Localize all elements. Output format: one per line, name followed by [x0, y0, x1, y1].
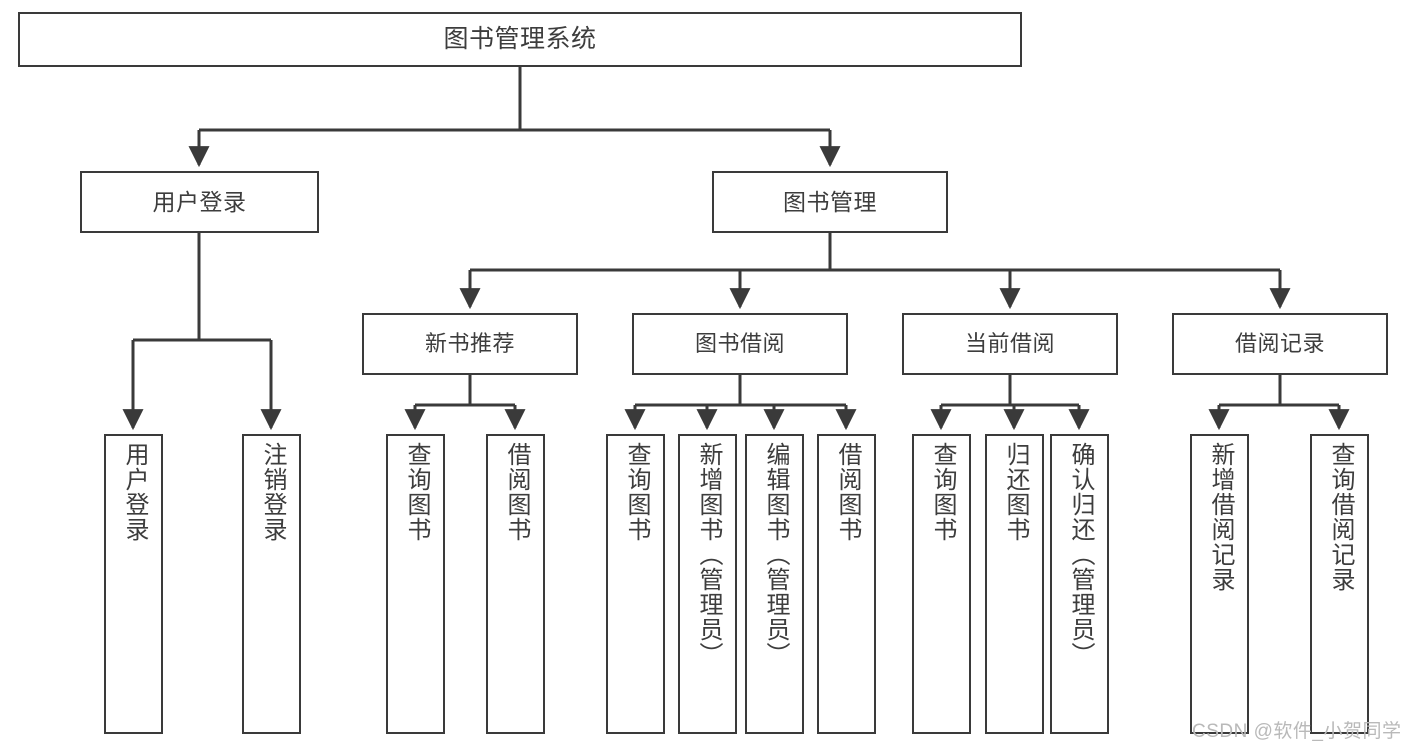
- node-label: 注销登录: [258, 442, 286, 542]
- leaf-add-book-admin[interactable]: 新增图书（管理员）: [678, 434, 737, 734]
- csdn-watermark: CSDN @软件_小贺同学: [1192, 721, 1402, 742]
- node-label: 新增图书（管理员）: [694, 442, 722, 667]
- node-label: 查询图书: [402, 442, 430, 542]
- node-label: 确认归还（管理员）: [1066, 442, 1094, 667]
- leaf-user-login[interactable]: 用户登录: [104, 434, 163, 734]
- leaf-return-book[interactable]: 归还图书: [985, 434, 1044, 734]
- leaf-query-book-cb[interactable]: 查询图书: [912, 434, 971, 734]
- node-label: 查询图书: [622, 442, 650, 542]
- node-label: 借阅记录: [1234, 331, 1325, 357]
- node-current-borrow[interactable]: 当前借阅: [902, 313, 1118, 375]
- node-book-borrow[interactable]: 图书借阅: [632, 313, 848, 375]
- node-label: 借阅图书: [502, 442, 530, 542]
- leaf-query-borrow-record[interactable]: 查询借阅记录: [1310, 434, 1369, 734]
- leaf-confirm-return-admin[interactable]: 确认归还（管理员）: [1050, 434, 1109, 734]
- node-label: 查询图书: [928, 442, 956, 542]
- node-label: 当前借阅: [964, 331, 1055, 357]
- node-label: 借阅图书: [833, 442, 861, 542]
- node-label: 新书推荐: [424, 331, 515, 357]
- leaf-add-borrow-record[interactable]: 新增借阅记录: [1190, 434, 1249, 734]
- leaf-borrow-book-nbr[interactable]: 借阅图书: [486, 434, 545, 734]
- leaf-query-book-bb[interactable]: 查询图书: [606, 434, 665, 734]
- node-label: 查询借阅记录: [1326, 442, 1354, 592]
- node-book-management[interactable]: 图书管理: [712, 171, 948, 233]
- node-label: 图书借阅: [694, 331, 785, 357]
- leaf-query-book-nbr[interactable]: 查询图书: [386, 434, 445, 734]
- leaf-edit-book-admin[interactable]: 编辑图书（管理员）: [745, 434, 804, 734]
- node-label: 图书管理: [783, 188, 877, 215]
- node-root-system[interactable]: 图书管理系统: [18, 12, 1022, 67]
- node-label: 用户登录: [152, 188, 247, 215]
- leaf-logout[interactable]: 注销登录: [242, 434, 301, 734]
- node-label: 归还图书: [1001, 442, 1029, 542]
- node-label: 图书管理系统: [443, 25, 597, 54]
- node-label: 编辑图书（管理员）: [761, 442, 789, 667]
- node-new-book-recommend[interactable]: 新书推荐: [362, 313, 578, 375]
- node-label: 新增借阅记录: [1206, 442, 1234, 592]
- node-label: 用户登录: [120, 442, 148, 542]
- leaf-borrow-book-bb[interactable]: 借阅图书: [817, 434, 876, 734]
- node-borrow-record[interactable]: 借阅记录: [1172, 313, 1388, 375]
- node-user-login[interactable]: 用户登录: [80, 171, 319, 233]
